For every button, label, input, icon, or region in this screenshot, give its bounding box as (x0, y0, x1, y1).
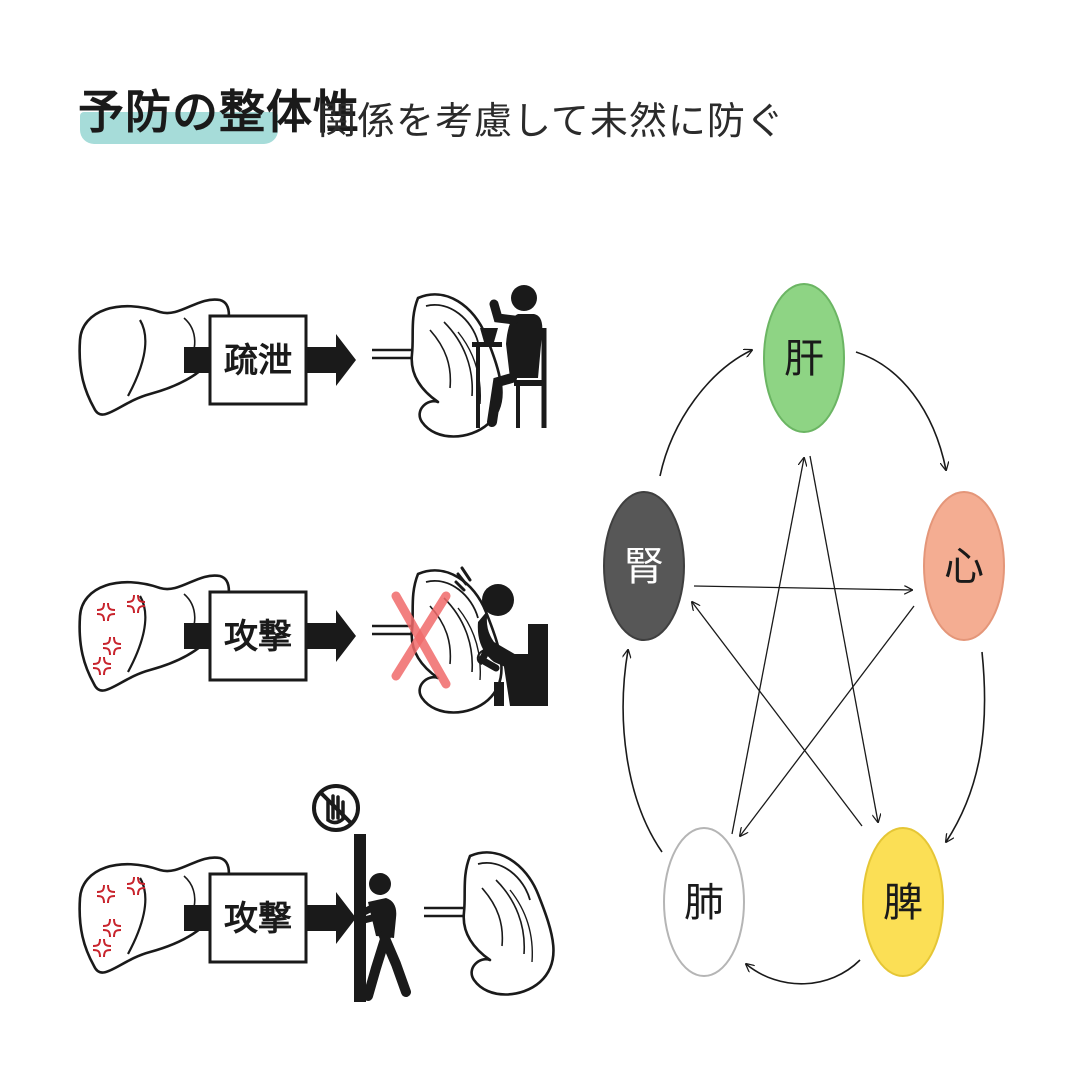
page-title: 予防の整体性 (78, 85, 360, 139)
node-heart: 心 (923, 491, 1005, 641)
row-normal: 疏泄 (78, 285, 547, 438)
line-spleen-kidney (692, 602, 863, 827)
eating-person-icon (472, 285, 547, 428)
node-label-kidney: 腎 (624, 544, 664, 590)
arc-lung-kidney (623, 650, 663, 853)
row-label-blocked: 攻撃 (224, 899, 292, 939)
stomach-icon (422, 851, 555, 996)
label-box (208, 872, 308, 964)
arc-spleen-lung (746, 959, 861, 985)
wall-bar (354, 834, 366, 1002)
line-liver-spleen (809, 455, 878, 822)
page-subtitle: 関係を考慮して未然に防ぐ (318, 99, 785, 143)
stop-hand-icon (312, 784, 360, 832)
line-lung-liver (731, 458, 804, 835)
node-lung: 肺 (663, 827, 745, 977)
title-highlight (80, 112, 278, 144)
sick-person-icon (454, 566, 548, 706)
label-box (208, 314, 308, 406)
row-attack: 攻撃 (78, 566, 548, 714)
node-label-liver: 肝 (784, 336, 824, 382)
node-label-lung: 肺 (684, 880, 724, 926)
node-spleen: 脾 (862, 827, 944, 977)
title-block: 予防の整体性 (78, 72, 359, 146)
pushing-person-icon (360, 873, 411, 1001)
row-label-attack: 攻撃 (224, 617, 292, 657)
node-liver: 肝 (763, 283, 845, 433)
arc-kidney-liver (659, 350, 752, 477)
label-box (208, 590, 308, 682)
row-blocked: 攻撃 (78, 784, 555, 1002)
arc-liver-heart (855, 351, 946, 470)
node-label-spleen: 脾 (883, 880, 923, 926)
cross-mark-icon (391, 591, 451, 689)
node-label-heart: 心 (944, 544, 984, 590)
line-heart-lung (740, 605, 915, 836)
node-kidney: 腎 (603, 491, 685, 641)
five-phases-cycle: 肝 心 脾 肺 腎 (603, 283, 1005, 985)
row-label-normal: 疏泄 (224, 341, 292, 381)
arc-heart-spleen (946, 651, 986, 842)
stomach-icon (370, 293, 503, 438)
line-kidney-heart (693, 585, 912, 590)
